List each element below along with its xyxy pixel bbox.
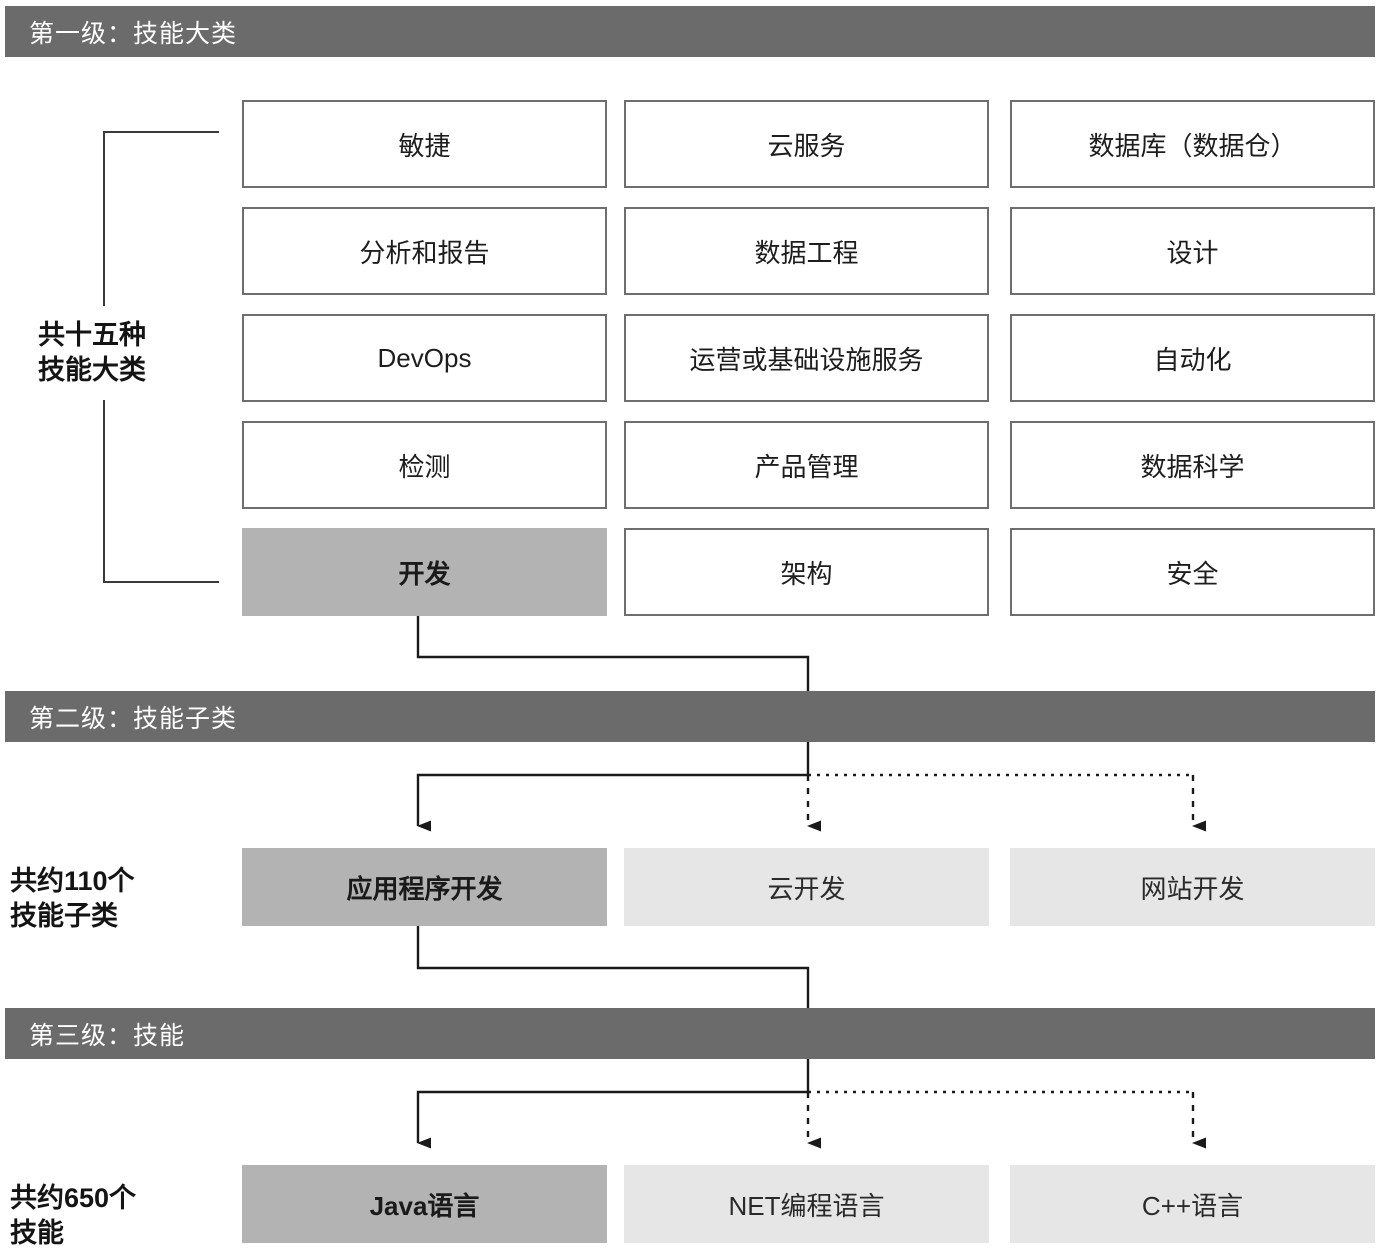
skill-category-box[interactable]: 数据工程 bbox=[624, 207, 989, 295]
skill-category-box[interactable]: 运营或基础设施服务 bbox=[624, 314, 989, 402]
skill-category-label: 分析和报告 bbox=[359, 237, 490, 268]
skill-category-label: 设计 bbox=[1166, 237, 1219, 268]
skill-category-label: 产品管理 bbox=[754, 451, 859, 482]
skill-category-label: 敏捷 bbox=[398, 130, 451, 161]
skill-subcategory-box-selected[interactable]: 应用程序开发 bbox=[242, 848, 607, 926]
skill-category-label: 数据科学 bbox=[1140, 451, 1245, 482]
skill-label: NET编程语言 bbox=[728, 1190, 885, 1221]
skill-subcategory-label: 网站开发 bbox=[1140, 873, 1245, 904]
band-level-2-title: 第二级：技能子类 bbox=[29, 704, 238, 733]
bracket-bottom-arm bbox=[103, 581, 219, 583]
skill-category-label: 自动化 bbox=[1153, 344, 1232, 375]
skill-label: Java语言 bbox=[369, 1190, 480, 1221]
bracket-top-arm bbox=[103, 131, 219, 133]
skill-category-box[interactable]: 检测 bbox=[242, 421, 607, 509]
band-level-1-title: 第一级：技能大类 bbox=[29, 19, 238, 48]
skill-category-label: 数据库（数据仓） bbox=[1088, 130, 1297, 161]
band-level-2: 第二级：技能子类 bbox=[5, 691, 1375, 742]
skill-category-box[interactable]: 安全 bbox=[1010, 528, 1375, 616]
skill-category-label: DevOps bbox=[377, 342, 472, 373]
skill-subcategory-box[interactable]: 云开发 bbox=[624, 848, 989, 926]
skill-category-label: 云服务 bbox=[767, 130, 846, 161]
skill-box-selected[interactable]: Java语言 bbox=[242, 1165, 607, 1243]
skill-category-box[interactable]: 设计 bbox=[1010, 207, 1375, 295]
band-level-1: 第一级：技能大类 bbox=[5, 6, 1375, 57]
skill-category-box[interactable]: 分析和报告 bbox=[242, 207, 607, 295]
skill-subcategory-label: 应用程序开发 bbox=[346, 873, 503, 904]
skill-category-box[interactable]: 数据库（数据仓） bbox=[1010, 100, 1375, 188]
connector-appdev-to-java bbox=[416, 1090, 808, 1149]
skill-category-box[interactable]: 架构 bbox=[624, 528, 989, 616]
skill-subcategory-box[interactable]: 网站开发 bbox=[1010, 848, 1375, 926]
skill-category-box-selected[interactable]: 开发 bbox=[242, 528, 607, 616]
skill-category-box[interactable]: 产品管理 bbox=[624, 421, 989, 509]
side-label-level-2: 共约110个 技能子类 bbox=[10, 866, 135, 931]
skill-label: C++语言 bbox=[1141, 1190, 1244, 1221]
bracket-stem-upper bbox=[103, 131, 105, 306]
side-label-level-1: 共十五种 技能大类 bbox=[38, 320, 146, 385]
skill-category-label: 安全 bbox=[1166, 558, 1219, 589]
bracket-stem-lower bbox=[103, 400, 105, 583]
skill-subcategory-label: 云开发 bbox=[767, 873, 846, 904]
skill-category-label: 运营或基础设施服务 bbox=[689, 344, 924, 375]
band-level-3-title: 第三级：技能 bbox=[29, 1021, 186, 1050]
skill-category-label: 检测 bbox=[398, 451, 451, 482]
side-label-level-3: 共约650个 技能 bbox=[10, 1183, 137, 1248]
skill-category-box[interactable]: 敏捷 bbox=[242, 100, 607, 188]
skill-category-box[interactable]: 数据科学 bbox=[1010, 421, 1375, 509]
connector-dev-to-appdev bbox=[416, 773, 808, 832]
skill-category-box[interactable]: 云服务 bbox=[624, 100, 989, 188]
skill-category-label: 开发 bbox=[398, 558, 451, 589]
skill-category-box[interactable]: DevOps bbox=[242, 314, 607, 402]
band-level-3: 第三级：技能 bbox=[5, 1008, 1375, 1059]
skill-category-label: 架构 bbox=[780, 558, 833, 589]
skill-category-label: 数据工程 bbox=[754, 237, 859, 268]
skill-category-box[interactable]: 自动化 bbox=[1010, 314, 1375, 402]
skill-box[interactable]: NET编程语言 bbox=[624, 1165, 989, 1243]
skill-box[interactable]: C++语言 bbox=[1010, 1165, 1375, 1243]
